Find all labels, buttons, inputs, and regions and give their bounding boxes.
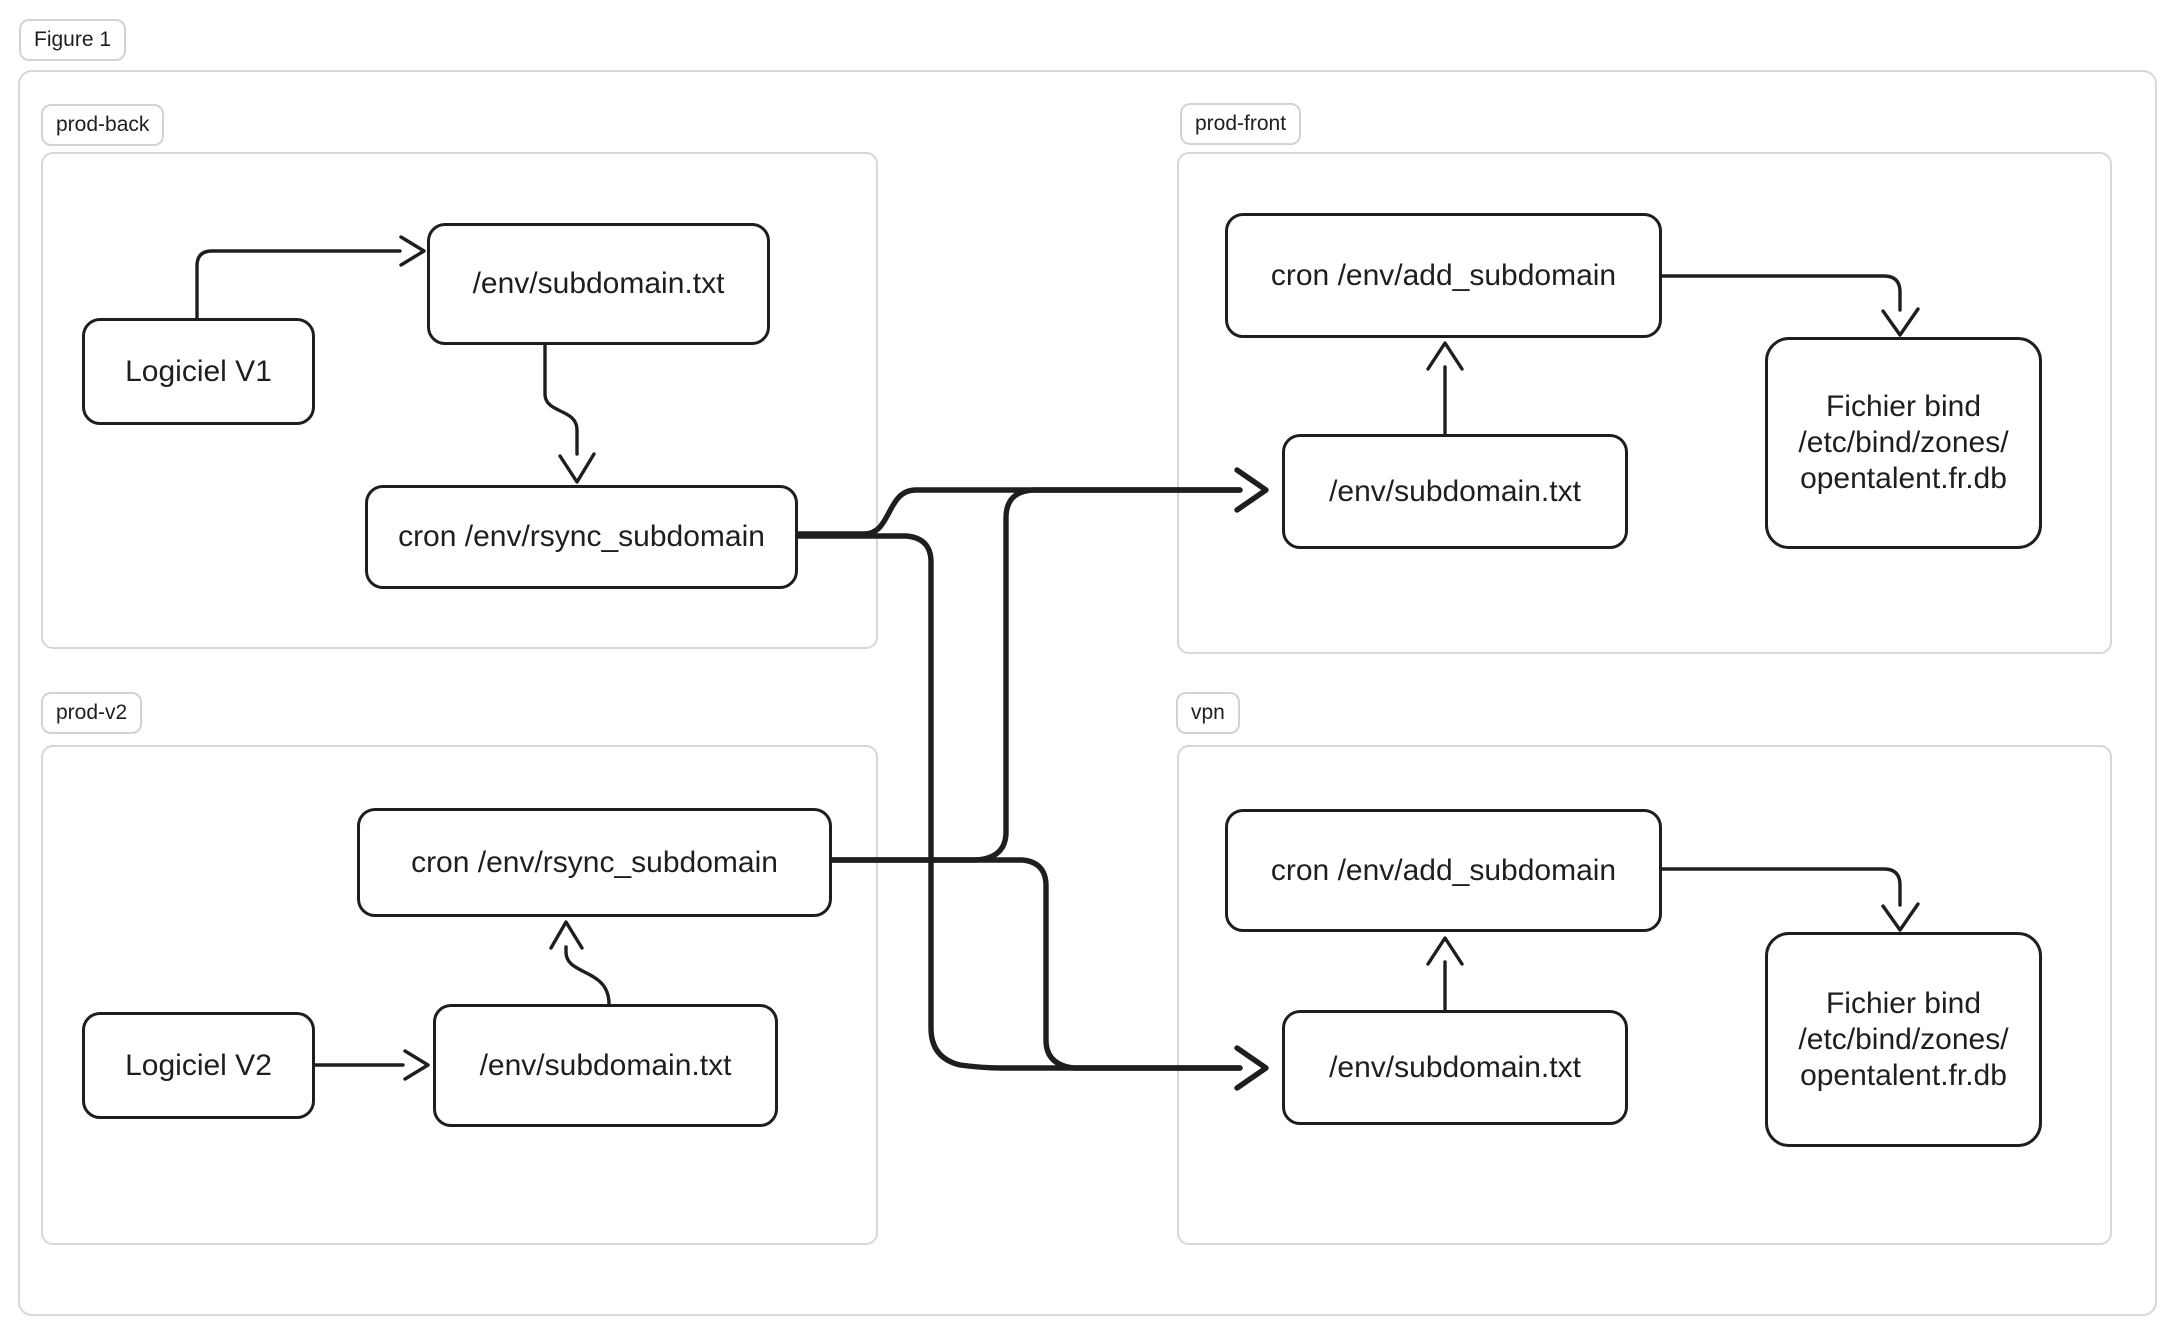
node-logiciel-v1: Logiciel V1	[82, 318, 315, 425]
node-vpn-subdomain-txt: /env/subdomain.txt	[1282, 1010, 1628, 1125]
figure-label: Figure 1	[19, 19, 127, 62]
diagram-outer-frame	[18, 70, 2157, 1316]
node-vpn-cron-add: cron /env/add_subdomain	[1225, 809, 1662, 932]
node-prod-front-cron-add: cron /env/add_subdomain	[1225, 213, 1662, 338]
node-prod-v2-subdomain-txt: /env/subdomain.txt	[433, 1004, 778, 1127]
group-prod-front-tag: prod-front	[1180, 103, 1302, 146]
node-vpn-fichier-bind: Fichier bind /etc/bind/zones/ opentalent…	[1765, 932, 2042, 1147]
node-logiciel-v2: Logiciel V2	[82, 1012, 315, 1119]
group-vpn-tag: vpn	[1176, 692, 1240, 735]
group-prod-back-frame	[41, 152, 878, 649]
node-prod-front-subdomain-txt: /env/subdomain.txt	[1282, 434, 1628, 549]
node-prod-front-fichier-bind: Fichier bind /etc/bind/zones/ opentalent…	[1765, 337, 2042, 549]
group-prod-back-tag: prod-back	[41, 104, 165, 147]
node-prod-back-cron-rsync: cron /env/rsync_subdomain	[365, 485, 798, 589]
group-prod-v2-tag: prod-v2	[41, 692, 143, 735]
group-prod-front-frame	[1177, 152, 2112, 654]
node-prod-back-subdomain-txt: /env/subdomain.txt	[427, 223, 770, 345]
node-prod-v2-cron-rsync: cron /env/rsync_subdomain	[357, 808, 832, 917]
